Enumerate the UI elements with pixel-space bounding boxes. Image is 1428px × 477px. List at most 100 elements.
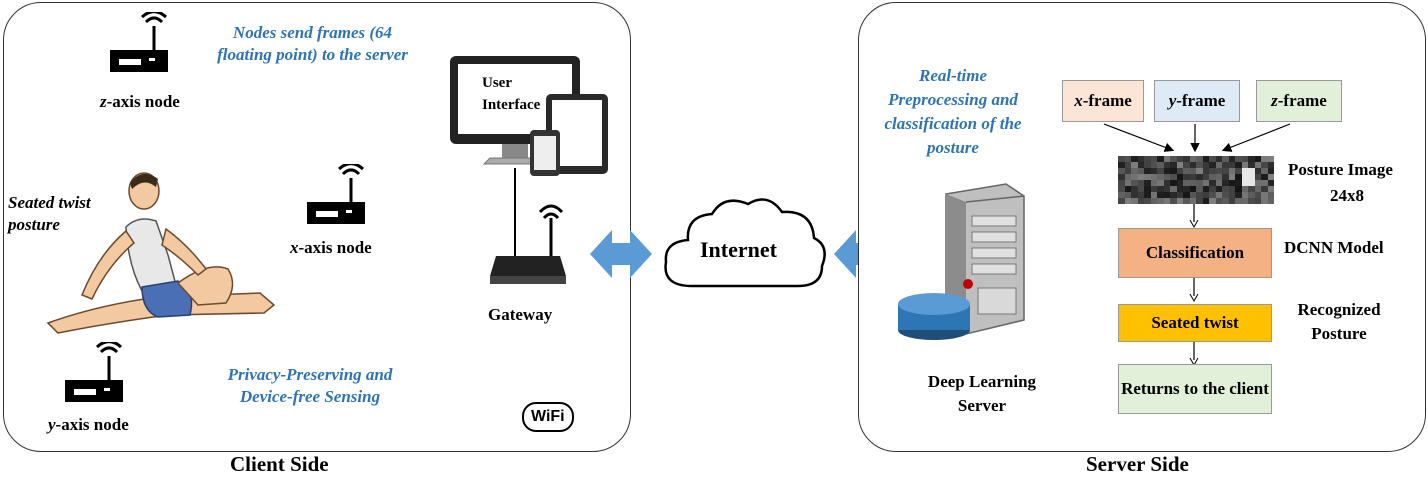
posture-image-cell bbox=[1267, 180, 1274, 186]
posture-image-cell bbox=[1157, 186, 1164, 192]
posture-image-cell bbox=[1196, 198, 1203, 204]
posture-image-cell bbox=[1150, 186, 1157, 192]
posture-image-cell bbox=[1189, 174, 1196, 180]
internet-cloud-icon bbox=[664, 198, 826, 288]
recognized-posture-label: Recognized Posture bbox=[1297, 300, 1381, 343]
posture-image-cell bbox=[1163, 162, 1170, 168]
posture-image-cell bbox=[1189, 198, 1196, 204]
posture-image-cell bbox=[1118, 198, 1125, 204]
posture-image-cell bbox=[1209, 162, 1216, 168]
gateway-label: Gateway bbox=[488, 305, 553, 324]
posture-image-cell bbox=[1222, 156, 1229, 162]
posture-image-cell bbox=[1261, 192, 1268, 198]
posture-image-cell bbox=[1144, 192, 1151, 198]
posture-image-cell bbox=[1170, 186, 1177, 192]
posture-image-cell bbox=[1228, 168, 1235, 174]
posture-image-cell bbox=[1209, 186, 1216, 192]
posture-image-cell bbox=[1150, 198, 1157, 204]
posture-image-cell bbox=[1189, 162, 1196, 168]
posture-image-cell bbox=[1241, 156, 1248, 162]
posture-image-cell bbox=[1261, 180, 1268, 186]
gateway-router-icon bbox=[490, 204, 566, 284]
deep-learning-server-icon bbox=[898, 183, 1025, 340]
posture-image-cell bbox=[1189, 186, 1196, 192]
posture-image-cell bbox=[1157, 198, 1164, 204]
posture-image-cell bbox=[1137, 198, 1144, 204]
y-axis-node-icon bbox=[65, 342, 123, 402]
posture-image-cell bbox=[1254, 174, 1261, 180]
result-box: Seated twist bbox=[1118, 304, 1272, 342]
posture-image-cell bbox=[1131, 192, 1138, 198]
posture-image-cell bbox=[1137, 192, 1144, 198]
posture-image-cell bbox=[1235, 156, 1242, 162]
server-side-caption: Server Side bbox=[1086, 452, 1189, 476]
posture-image-cell bbox=[1176, 174, 1183, 180]
posture-image-cell bbox=[1189, 192, 1196, 198]
posture-image-cell bbox=[1254, 198, 1261, 204]
posture-image-cell bbox=[1150, 180, 1157, 186]
posture-image-cell bbox=[1124, 168, 1131, 174]
posture-image-cell bbox=[1215, 186, 1222, 192]
posture-image-cell bbox=[1254, 192, 1261, 198]
wifi-logo: WiFi bbox=[522, 402, 574, 432]
posture-image-cell bbox=[1209, 174, 1216, 180]
posture-image-cell bbox=[1170, 192, 1177, 198]
posture-image-cell bbox=[1176, 180, 1183, 186]
posture-image-cell bbox=[1137, 174, 1144, 180]
posture-image-cell bbox=[1131, 186, 1138, 192]
posture-image-cell bbox=[1261, 168, 1268, 174]
posture-image-cell bbox=[1222, 198, 1229, 204]
posture-image-cell bbox=[1183, 156, 1190, 162]
posture-image-cell bbox=[1157, 180, 1164, 186]
posture-image-cell bbox=[1228, 174, 1235, 180]
seated-person-illustration bbox=[46, 172, 276, 334]
posture-image-heatmap bbox=[1118, 156, 1274, 204]
dcnn-model-label: DCNN Model bbox=[1284, 238, 1384, 257]
posture-image-cell bbox=[1267, 174, 1274, 180]
posture-image-cell bbox=[1215, 174, 1222, 180]
posture-image-cell bbox=[1176, 168, 1183, 174]
posture-image-cell bbox=[1261, 162, 1268, 168]
posture-image-cell bbox=[1144, 180, 1151, 186]
posture-image-cell bbox=[1163, 186, 1170, 192]
posture-image-cell bbox=[1267, 186, 1274, 192]
posture-image-cell bbox=[1144, 156, 1151, 162]
posture-image-cell bbox=[1124, 180, 1131, 186]
posture-image-cell bbox=[1261, 186, 1268, 192]
posture-image-cell bbox=[1202, 174, 1209, 180]
posture-image-cell bbox=[1170, 180, 1177, 186]
posture-image-cell bbox=[1248, 186, 1255, 192]
posture-image-cell bbox=[1209, 198, 1216, 204]
posture-image-cell bbox=[1176, 186, 1183, 192]
posture-image-cell bbox=[1144, 174, 1151, 180]
posture-image-cell bbox=[1157, 168, 1164, 174]
posture-image-cell bbox=[1248, 156, 1255, 162]
posture-image-cell bbox=[1150, 192, 1157, 198]
client-side-caption: Client Side bbox=[230, 452, 329, 476]
posture-image-cell bbox=[1137, 156, 1144, 162]
posture-image-cell bbox=[1222, 180, 1229, 186]
posture-image-cell bbox=[1183, 168, 1190, 174]
posture-image-cell bbox=[1131, 162, 1138, 168]
server-label: Deep Learning Server bbox=[927, 372, 1037, 415]
posture-image-cell bbox=[1131, 168, 1138, 174]
posture-image-cell bbox=[1189, 156, 1196, 162]
posture-image-cell bbox=[1131, 180, 1138, 186]
posture-image-cell bbox=[1215, 162, 1222, 168]
y-axis-node-label: y-axis node bbox=[48, 415, 129, 434]
posture-image-cell bbox=[1170, 168, 1177, 174]
posture-image-cell bbox=[1183, 162, 1190, 168]
posture-image-cell bbox=[1267, 162, 1274, 168]
posture-image-cell bbox=[1254, 162, 1261, 168]
posture-image-cell bbox=[1196, 180, 1203, 186]
posture-image-cell bbox=[1267, 192, 1274, 198]
client-internet-double-arrow-icon bbox=[590, 230, 652, 278]
posture-image-cell bbox=[1124, 186, 1131, 192]
arrow-to-classification bbox=[1189, 204, 1199, 228]
posture-image-cell bbox=[1118, 180, 1125, 186]
posture-image-cell bbox=[1235, 162, 1242, 168]
posture-image-cell bbox=[1176, 156, 1183, 162]
x-frame-box: x-frame bbox=[1062, 80, 1144, 122]
posture-image-cell bbox=[1157, 192, 1164, 198]
posture-image-cell bbox=[1235, 186, 1242, 192]
